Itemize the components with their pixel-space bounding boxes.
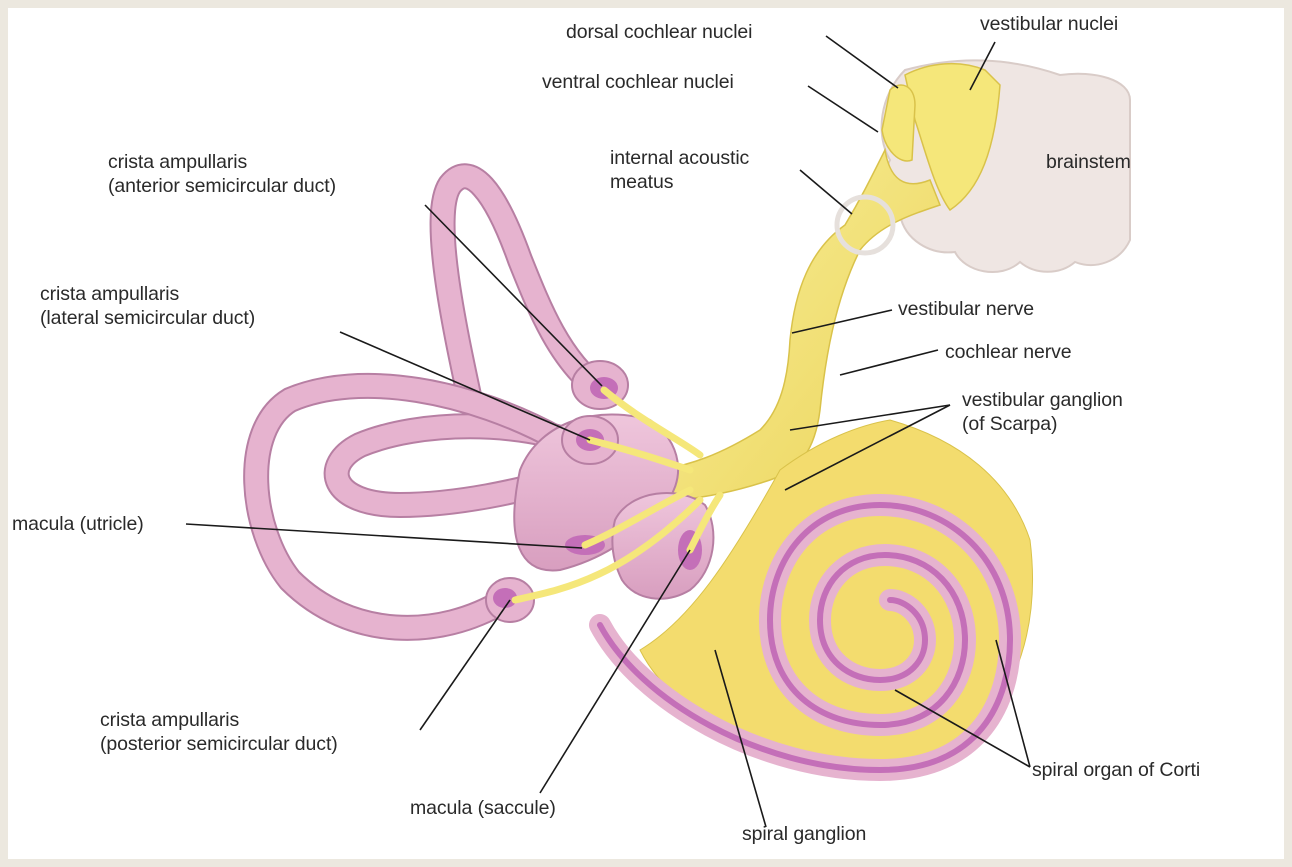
leader-ventral-cochlear [807, 85, 879, 133]
label-vestibular-ganglion: vestibular ganglion (of Scarpa) [962, 389, 1123, 435]
crista-posterior-patch [493, 588, 517, 608]
leader-macula-saccule [539, 549, 691, 794]
label-vestibular-nuclei: vestibular nuclei [980, 13, 1119, 35]
label-brainstem: brainstem [1046, 151, 1131, 173]
vestibulocochlear-nerve [659, 147, 941, 501]
leader-vestibular-nerve [791, 309, 893, 334]
label-crista-posterior: crista ampullaris (posterior semicircula… [100, 709, 338, 755]
cochlea-spiral [589, 493, 1022, 782]
label-crista-lateral: crista ampullaris (lateral semicircular … [40, 283, 256, 329]
leader-crista-anterior [424, 204, 603, 387]
leader-corti-b [894, 689, 1031, 768]
leader-vestibular-ganglion-a [789, 404, 951, 431]
label-macula-saccule: macula (saccule) [410, 797, 556, 819]
leader-crista-lateral [339, 331, 591, 441]
leader-corti-a [995, 639, 1031, 768]
leader-dorsal-cochlear [825, 35, 899, 89]
label-spiral-ganglion: spiral ganglion [742, 823, 867, 845]
vestibular-nuclei-shape [904, 62, 1001, 212]
leader-vestibular-nuclei [969, 41, 996, 91]
label-vestibular-nerve: vestibular nerve [898, 298, 1035, 320]
leader-macula-utricle [185, 523, 583, 549]
cochlear-nuclei-shape [881, 84, 916, 162]
leader-vestibular-ganglion-b [784, 404, 951, 491]
leader-internal-acoustic [799, 169, 853, 215]
leader-cochlear-nerve [839, 349, 939, 376]
label-macula-utricle: macula (utricle) [12, 513, 144, 535]
semicircular-ducts [243, 163, 613, 641]
vestibular-nerve-branches [511, 386, 724, 604]
leader-crista-posterior [419, 599, 511, 731]
label-dorsal-cochlear-nuclei: dorsal cochlear nuclei [566, 21, 753, 43]
leader-lines [185, 35, 1031, 828]
leader-spiral-ganglion [714, 649, 767, 828]
internal-acoustic-meatus-ring [834, 194, 896, 256]
label-crista-anterior: crista ampullaris (anterior semicircular… [108, 151, 337, 197]
label-internal-acoustic-meatus: internal acoustic meatus [610, 147, 750, 193]
label-spiral-organ-of-corti: spiral organ of Corti [1032, 759, 1201, 781]
label-ventral-cochlear-nuclei: ventral cochlear nuclei [542, 71, 734, 93]
label-cochlear-nerve: cochlear nerve [945, 341, 1072, 363]
